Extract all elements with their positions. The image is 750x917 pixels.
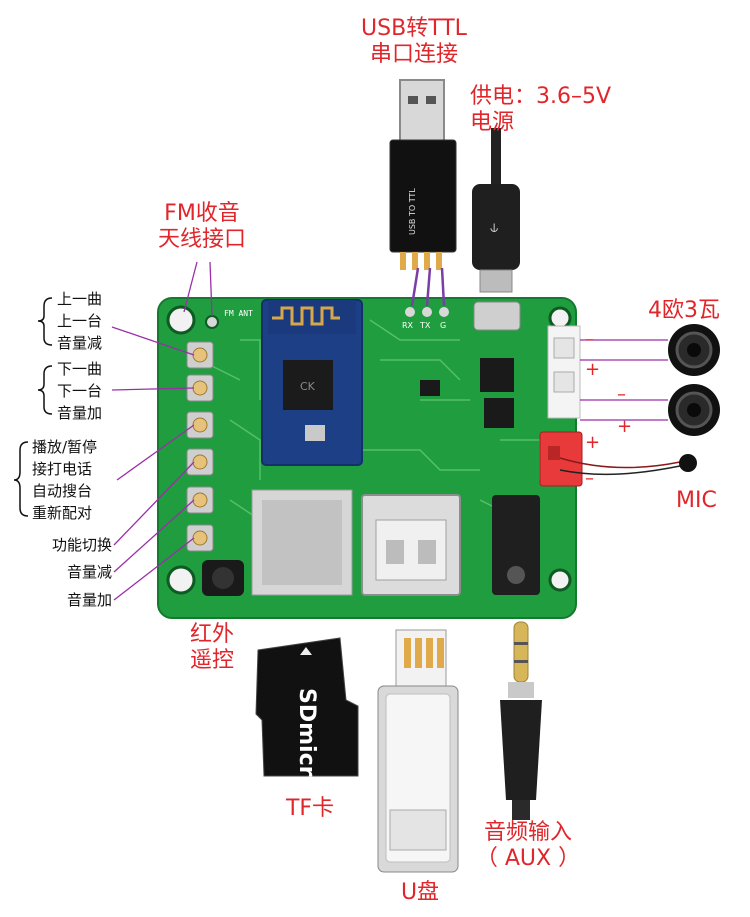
button-3-line4: 重新配对: [32, 504, 93, 522]
usb-ttl-adapter: USB TO TTL: [389, 79, 457, 270]
speaker-icons: [668, 324, 720, 436]
minus-sign: –: [617, 384, 626, 405]
button-5-label: 音量减: [66, 563, 112, 581]
plus-sign: +: [585, 432, 600, 453]
tactile-button-6: [186, 524, 214, 552]
speaker-label: 4欧3瓦: [648, 298, 720, 323]
fm-label: FM收音 天线接口: [142, 201, 262, 253]
tactile-button-3: [186, 411, 214, 439]
polarity-signs: –+ –+ +–: [585, 329, 632, 489]
aux-label-line1: 音频输入: [483, 820, 572, 845]
uart-header: RX TX G: [402, 307, 449, 330]
button-1-line1: 上一曲: [57, 290, 103, 308]
sd-brand-text: SDmicro: [294, 688, 319, 792]
aux-plug: [500, 621, 542, 820]
button-4-label: 功能切换: [51, 536, 112, 554]
button-3-label: 播放/暂停 接打电话 自动搜台 重新配对: [32, 436, 97, 524]
ir-label-line1: 红外: [189, 622, 234, 647]
button-1-line2: 上一台: [57, 312, 103, 330]
aux-label-line2: （ AUX ）: [475, 846, 581, 871]
svg-text:CK: CK: [300, 380, 316, 393]
ir-label: 红外 遥控: [182, 622, 242, 674]
tactile-button-1: [186, 341, 214, 369]
fm-antenna-pad: [205, 315, 219, 329]
plus-sign: +: [617, 416, 632, 437]
tf-card-label: TF卡: [285, 796, 335, 821]
fm-label-line2: 天线接口: [157, 227, 246, 252]
aux-label: 音频输入 （ AUX ）: [468, 820, 588, 872]
button-3-line2: 接打电话: [32, 460, 93, 478]
aux-jack: [492, 495, 540, 595]
power-label: 供电：3.6–5V 电源: [470, 84, 611, 136]
ir-receiver: [202, 560, 244, 596]
power-label-line1: 供电：3.6–5V: [470, 84, 612, 109]
button-6-label: 音量加: [66, 591, 112, 609]
button-1-line3: 音量减: [57, 334, 103, 352]
pcb-board: FM ANT CK RX TX G: [157, 297, 583, 619]
button-3-line1: 播放/暂停: [32, 438, 98, 456]
pin-label-rx: RX: [402, 321, 414, 330]
power-label-line2: 电源: [470, 110, 515, 135]
mic-capsule: [559, 454, 697, 476]
pin-label-g: G: [440, 321, 446, 330]
micro-usb-port: [473, 301, 521, 331]
usb-ttl-label-line2: 串口连接: [369, 42, 458, 67]
usb-ttl-label-line1: USB转TTL: [361, 16, 467, 41]
u-disk: [377, 629, 459, 873]
svg-text:⫝: ⫝: [490, 220, 498, 236]
button-2-line2: 下一台: [57, 382, 103, 400]
plus-sign: +: [585, 359, 600, 380]
button-2-line1: 下一曲: [57, 360, 103, 378]
button-1-label: 上一曲 上一台 音量减: [57, 288, 102, 354]
tactile-buttons: [186, 341, 214, 552]
usb-a-port: [361, 494, 461, 596]
ir-label-line2: 遥控: [189, 648, 234, 673]
u-disk-label: U盘: [400, 880, 440, 905]
label-braces: [13, 297, 53, 517]
minus-sign: –: [585, 329, 594, 350]
fm-label-line1: FM收音: [164, 201, 240, 226]
minus-sign: –: [585, 468, 594, 489]
fm-ant-silkscreen: FM ANT: [224, 309, 253, 318]
svg-text:USB TO TTL: USB TO TTL: [408, 188, 417, 235]
pin-label-tx: TX: [419, 321, 431, 330]
tactile-button-4: [186, 448, 214, 476]
usb-ttl-label: USB转TTL 串口连接: [350, 16, 478, 68]
tactile-button-2: [186, 374, 214, 402]
micro-usb-cable: ⫝: [472, 128, 520, 293]
mic-label: MIC: [676, 488, 717, 513]
button-2-line3: 音量加: [57, 404, 103, 422]
bluetooth-module: CK: [261, 299, 363, 466]
button-2-label: 下一曲 下一台 音量加: [57, 358, 102, 424]
tf-card: SDmicro: [255, 637, 359, 792]
button-3-line3: 自动搜台: [32, 482, 93, 500]
tactile-button-5: [186, 486, 214, 514]
